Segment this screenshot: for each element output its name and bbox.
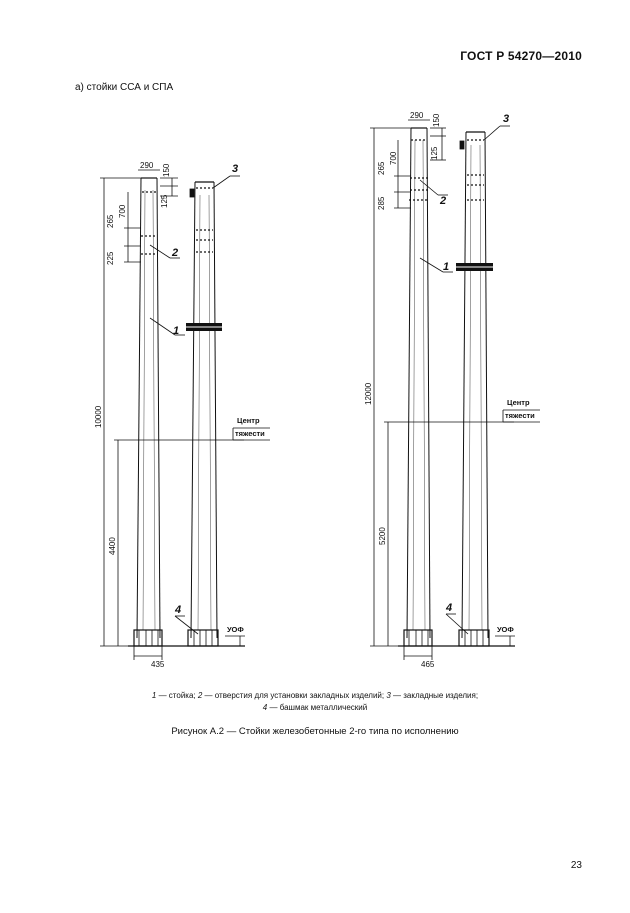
dim-top-width-left: 290 <box>140 161 154 170</box>
callout-2-left: 2 <box>171 247 178 259</box>
dim-cg-height-left: 4400 <box>108 537 117 555</box>
dim-125-left: 125 <box>160 194 169 208</box>
page-number: 23 <box>570 860 582 871</box>
dim-base-right: 465 <box>421 660 435 669</box>
center-label-left-2: тяжести <box>235 429 265 438</box>
ground-label-left: УОФ <box>227 625 244 634</box>
ground-label-right: УОФ <box>497 625 514 634</box>
callout-2-right: 2 <box>439 195 446 207</box>
dim-top-width-right: 290 <box>410 111 424 120</box>
callout-3-right: 3 <box>503 113 509 125</box>
dim-total-height-left: 10000 <box>94 405 103 428</box>
dim-base-left: 435 <box>151 660 165 669</box>
dim-150-right: 150 <box>432 113 441 127</box>
callout-1-right: 1 <box>443 261 449 273</box>
dim-cg-height-right: 5200 <box>378 527 387 545</box>
dim-125-right: 125 <box>430 146 439 160</box>
callout-1-left: 1 <box>173 325 179 337</box>
dim-225-left: 225 <box>106 251 115 265</box>
center-label-left-1: Центр <box>237 416 260 425</box>
callout-4-right: 4 <box>445 602 452 614</box>
dim-265-left: 265 <box>106 214 115 228</box>
callout-3-left: 3 <box>232 163 238 175</box>
dim-700-left: 700 <box>118 204 127 218</box>
figure-subtitle: а) стойки ССА и СПА <box>75 82 174 93</box>
figure-legend: 1 — стойка; 2 — отверстия для установки … <box>151 691 479 712</box>
dim-total-height-right: 12000 <box>364 382 373 405</box>
dim-285-right: 285 <box>377 196 386 210</box>
dim-265-right: 265 <box>377 161 386 175</box>
dim-150-left: 150 <box>162 163 171 177</box>
dim-700-right: 700 <box>389 151 398 165</box>
center-label-right-2: тяжести <box>505 411 535 420</box>
figure-caption: Рисунок А.2 — Стойки железобетонные 2-го… <box>171 726 459 737</box>
center-label-right-1: Центр <box>507 398 530 407</box>
callout-4-left: 4 <box>174 604 181 616</box>
document-standard-header: ГОСТ Р 54270—2010 <box>460 49 582 63</box>
